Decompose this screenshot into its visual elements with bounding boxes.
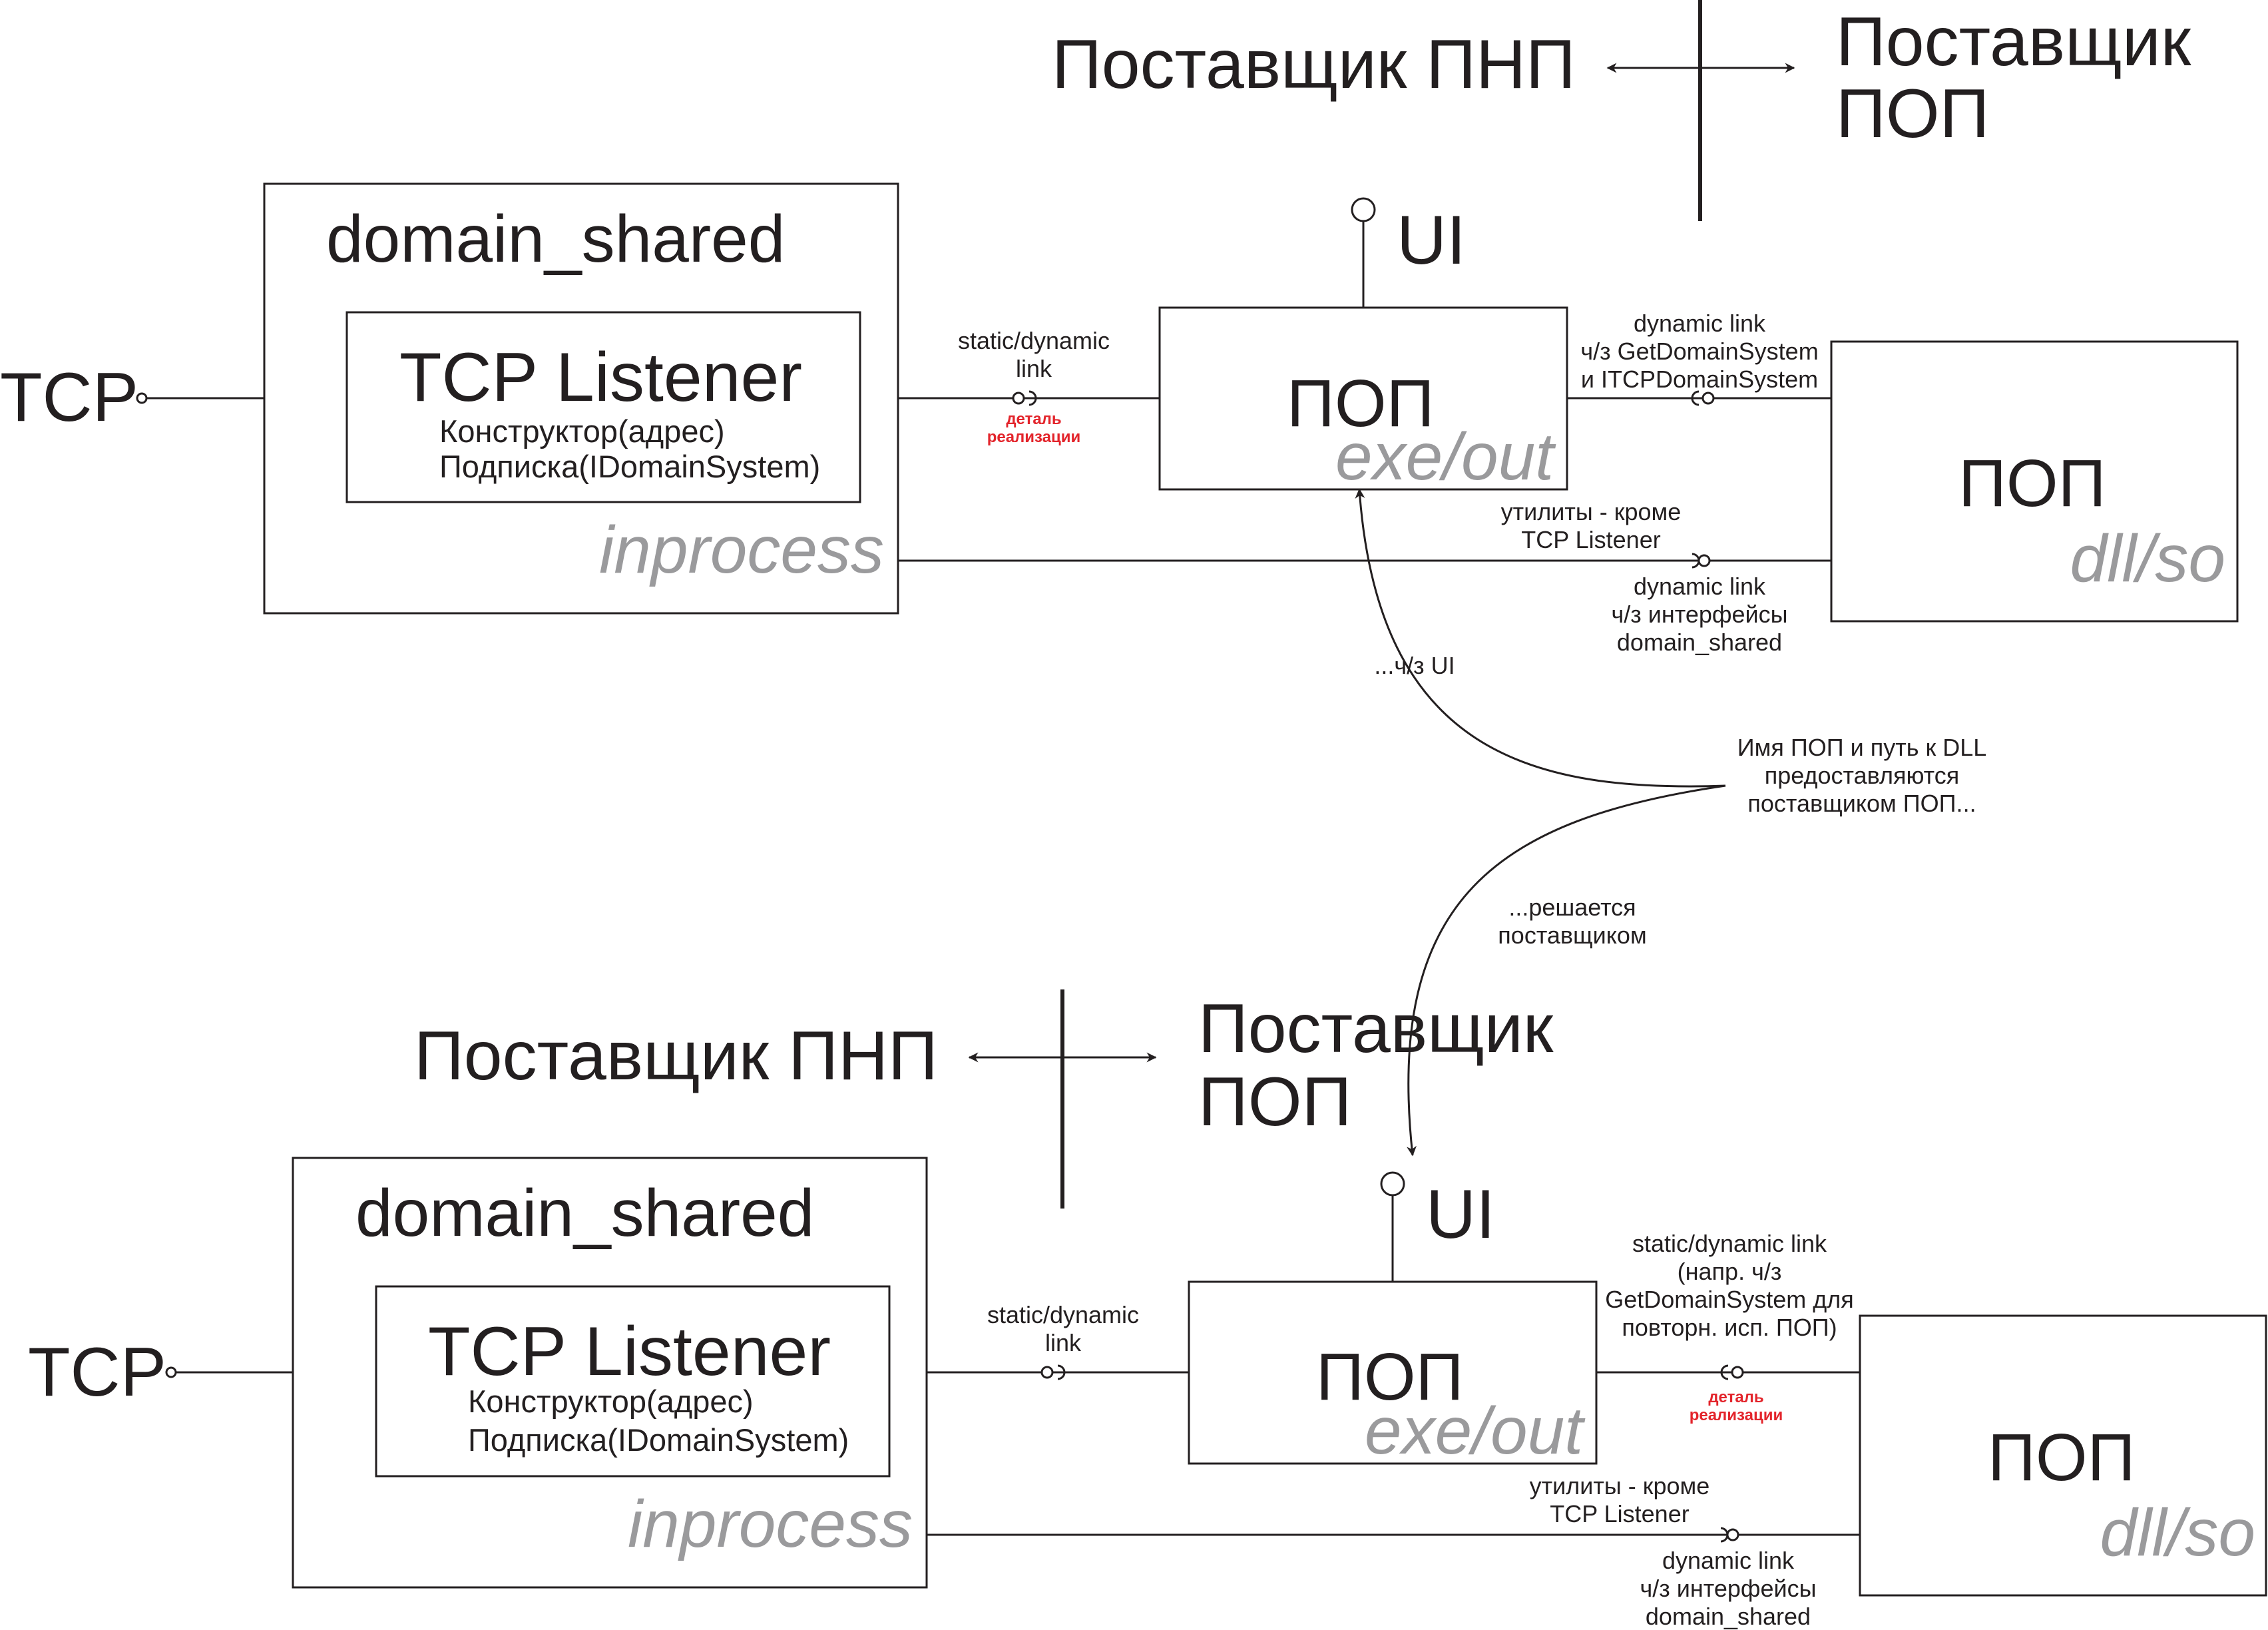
static-dynamic-link-exe-dll-bottom: static/dynamic link (напр. ч/з GetDomain… — [1596, 1230, 1860, 1424]
top-diagram: Поставщик ПНП Поставщик ПОП domain_share… — [0, 0, 2239, 656]
dyn-interfaces-label-line2: ч/з интерфейсы — [1640, 1575, 1816, 1602]
utilities-label-line2: TCP Listener — [1550, 1500, 1689, 1527]
link-label-line1: static/dynamic — [987, 1301, 1139, 1328]
dynlink-label-line3: и ITCPDomainSystem — [1581, 366, 1818, 393]
link-label-line1: static/dynamic — [958, 327, 1110, 354]
utilities-label-line2: TCP Listener — [1521, 526, 1660, 553]
static-dynamic-link-bottom: static/dynamic link — [927, 1301, 1189, 1380]
pop-dll-title: ПОП — [1958, 446, 2106, 521]
dll-so-label: dll/so — [2100, 1495, 2255, 1570]
interface-socket — [1028, 390, 1037, 406]
interface-lollipop — [1698, 554, 1711, 567]
interface-socket — [1057, 1364, 1066, 1380]
domain-shared-box-bottom: domain_shared inprocess TCP Listener Кон… — [292, 1157, 928, 1589]
provider-pnp-label: Поставщик ПНП — [414, 1017, 938, 1095]
ui-label: UI — [1426, 1176, 1495, 1253]
domain-shared-title: domain_shared — [326, 202, 785, 276]
dyn-interfaces-label-line2: ч/з интерфейсы — [1611, 601, 1787, 628]
tcp-label: TCP — [28, 1334, 166, 1411]
utilities-link-bottom: утилиты - кроме TCP Listener dynamic lin… — [927, 1472, 1860, 1630]
interface-lollipop — [1731, 1366, 1744, 1379]
link-right-label-line1: static/dynamic link — [1632, 1230, 1827, 1257]
utilities-link-top: утилиты - кроме TCP Listener dynamic lin… — [898, 498, 1831, 656]
pop-exe-title: ПОП — [1287, 366, 1435, 441]
ui-port-circle — [1351, 197, 1376, 222]
listener-subscription-text: Подписка(IDomainSystem) — [468, 1422, 849, 1458]
dyn-interfaces-label-line1: dynamic link — [1662, 1547, 1795, 1574]
tcp-listener-box — [345, 311, 861, 503]
dyn-interfaces-label-line3: domain_shared — [1617, 629, 1782, 656]
dyn-interfaces-label-line1: dynamic link — [1634, 573, 1766, 600]
dyn-interfaces-label-line3: domain_shared — [1646, 1603, 1811, 1630]
domain-shared-title: domain_shared — [355, 1176, 814, 1250]
tcp-port-circle — [136, 392, 148, 404]
dll-so-label: dll/so — [2070, 521, 2225, 596]
detail-label-line2: реализации — [987, 428, 1081, 446]
solved-label-line2: поставщиком — [1498, 922, 1646, 949]
pop-exe-box-bottom: ПОП exe/out UI — [1188, 1171, 1598, 1468]
provider-divider-bottom: Поставщик ПНП Поставщик ПОП — [414, 989, 1554, 1209]
pop-dll-box-top: ПОП dll/so — [1830, 340, 2239, 623]
tcp-port-bottom: TCP — [28, 1334, 293, 1411]
interface-socket — [1691, 390, 1700, 406]
dynlink-label-line2: ч/з GetDomainSystem — [1580, 338, 1818, 365]
pop-dll-title: ПОП — [1988, 1420, 2136, 1495]
curved-arrow-via-ui — [1355, 488, 1726, 788]
tcp-port-top: TCP — [0, 359, 264, 436]
pop-exe-box-top: ПОП exe/out UI — [1158, 197, 1568, 494]
domain-shared-box-top: domain_shared inprocess TCP Listener Кон… — [263, 182, 899, 615]
provider-pop-label-line1: Поставщик — [1198, 990, 1554, 1067]
dynamic-link-exe-dll-top: dynamic link ч/з GetDomainSystem и ITCPD… — [1567, 310, 1831, 406]
pop-name-note-line3: поставщиком ПОП... — [1747, 790, 1976, 817]
link-right-label-line2: (напр. ч/з — [1678, 1258, 1782, 1285]
provider-pnp-label: Поставщик ПНП — [1052, 26, 1576, 103]
interface-lollipop — [1726, 1528, 1739, 1541]
static-dynamic-link-top: static/dynamic link деталь реализации — [898, 327, 1160, 446]
pop-dll-frame — [1830, 340, 2239, 623]
exe-out-label: exe/out — [1365, 1394, 1586, 1468]
provider-pop-label-line1: Поставщик — [1836, 3, 2192, 81]
listener-constructor-text: Конструктор(адрес) — [439, 413, 725, 449]
pop-dll-frame — [1859, 1314, 2267, 1597]
interface-lollipop — [1012, 392, 1025, 405]
solved-label-line1: ...решается — [1508, 894, 1636, 921]
utilities-label-line1: утилиты - кроме — [1530, 1472, 1710, 1499]
middle-annotations: ...ч/з UI Имя ПОП и путь к DLL предостав… — [1355, 488, 1987, 1157]
tcp-listener-title: TCP Listener — [399, 339, 802, 416]
pop-name-note-line1: Имя ПОП и путь к DLL — [1737, 734, 1987, 761]
link-label-line2: link — [1045, 1329, 1082, 1356]
utilities-label-line1: утилиты - кроме — [1501, 498, 1682, 525]
tcp-label: TCP — [0, 359, 138, 436]
dynlink-label-line1: dynamic link — [1634, 310, 1766, 337]
tcp-port-circle — [165, 1366, 177, 1378]
listener-constructor-text: Конструктор(адрес) — [468, 1384, 754, 1419]
exe-out-label: exe/out — [1335, 419, 1556, 494]
link-right-label-line4: повторн. исп. ПОП) — [1622, 1314, 1837, 1341]
tcp-listener-title: TCP Listener — [428, 1313, 831, 1390]
listener-subscription-text: Подписка(IDomainSystem) — [439, 449, 820, 484]
tcp-listener-box — [375, 1285, 891, 1478]
link-label-line2: link — [1016, 355, 1052, 382]
pop-name-note-line2: предоставляются — [1765, 762, 1959, 789]
inprocess-label: inprocess — [628, 1487, 913, 1561]
detail-label-line1: деталь — [1708, 1388, 1763, 1406]
bottom-diagram: Поставщик ПНП Поставщик ПОП domain_share… — [28, 989, 2267, 1630]
detail-label-line2: реализации — [1690, 1406, 1783, 1424]
ui-port-circle — [1380, 1171, 1405, 1197]
interface-lollipop — [1040, 1366, 1054, 1379]
detail-label-line1: деталь — [1006, 410, 1061, 428]
ui-label: UI — [1397, 202, 1466, 279]
provider-pop-label-line2: ПОП — [1198, 1063, 1351, 1141]
provider-pop-label-line2: ПОП — [1836, 75, 1989, 152]
interface-socket — [1720, 1364, 1729, 1380]
via-ui-label: ...ч/з UI — [1374, 652, 1455, 679]
pop-dll-box-bottom: ПОП dll/so — [1859, 1314, 2267, 1597]
link-right-label-line3: GetDomainSystem для — [1605, 1286, 1854, 1313]
interface-lollipop — [1701, 392, 1715, 405]
curved-arrow-solved — [1407, 784, 1726, 1157]
pop-exe-title: ПОП — [1316, 1340, 1464, 1414]
inprocess-label: inprocess — [599, 513, 884, 587]
provider-divider-top: Поставщик ПНП Поставщик ПОП — [1052, 0, 2192, 221]
